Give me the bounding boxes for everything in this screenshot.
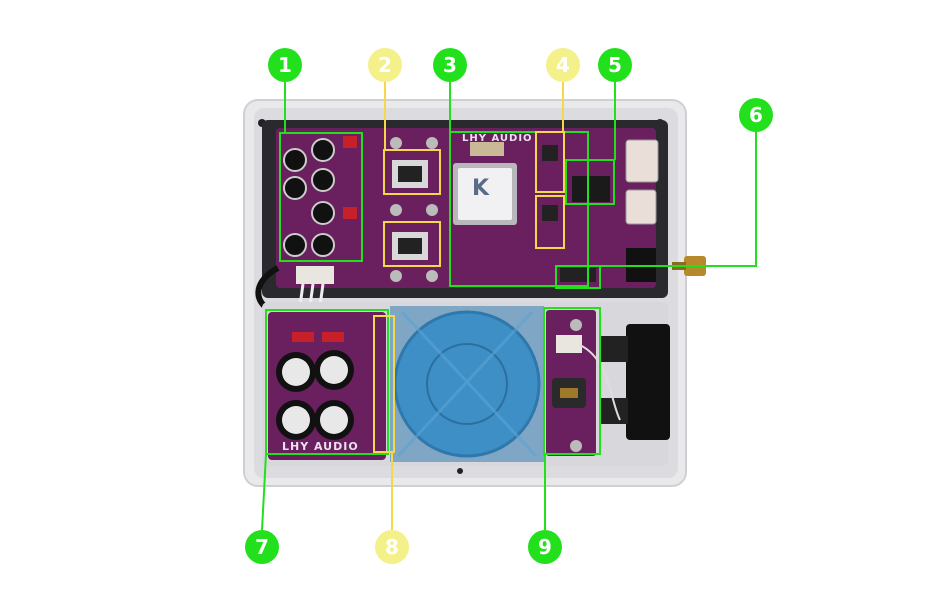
power-inlet [626, 324, 670, 440]
highlight-box-2b [383, 221, 441, 267]
capacitor-group-top [283, 136, 357, 257]
callout-7-label: 7 [255, 535, 269, 559]
highlight-box-5 [565, 159, 615, 205]
dac-chip [453, 142, 517, 225]
callout-1-label: 1 [278, 53, 292, 77]
callout-3-label: 3 [443, 53, 457, 77]
callout-9-label: 9 [538, 535, 552, 559]
usb-port-top [625, 139, 659, 183]
dac-chip-logo: K [472, 176, 490, 201]
callout-2[interactable]: 2 [368, 48, 402, 82]
usb-port-bottom [625, 189, 657, 225]
callout-4[interactable]: 4 [546, 48, 580, 82]
callout-9[interactable]: 9 [528, 530, 562, 564]
callout-4-label: 4 [556, 53, 570, 77]
callout-5[interactable]: 5 [598, 48, 632, 82]
highlight-box-3 [449, 131, 589, 287]
callout-7[interactable]: 7 [245, 530, 279, 564]
callout-5-label: 5 [608, 53, 622, 77]
callout-8[interactable]: 8 [375, 530, 409, 564]
brand-label-psu: LHY AUDIO [282, 440, 359, 453]
highlight-box-9 [543, 307, 601, 455]
regulators [390, 137, 438, 282]
callout-6-label: 6 [749, 103, 763, 127]
callout-3[interactable]: 3 [433, 48, 467, 82]
highlight-box-4b [535, 195, 565, 249]
highlight-box-7 [265, 309, 389, 455]
callout-2-label: 2 [378, 53, 392, 77]
highlight-box-4a [535, 131, 565, 193]
brand-label-top: LHY AUDIO [462, 133, 533, 144]
callout-8-label: 8 [385, 535, 399, 559]
highlight-box-8 [373, 315, 395, 453]
psu-capacitors [276, 332, 354, 440]
callout-1[interactable]: 1 [268, 48, 302, 82]
highlight-box-1 [279, 132, 363, 262]
callout-6[interactable]: 6 [739, 98, 773, 132]
highlight-box-2a [383, 149, 441, 195]
highlight-box-6 [555, 265, 601, 289]
